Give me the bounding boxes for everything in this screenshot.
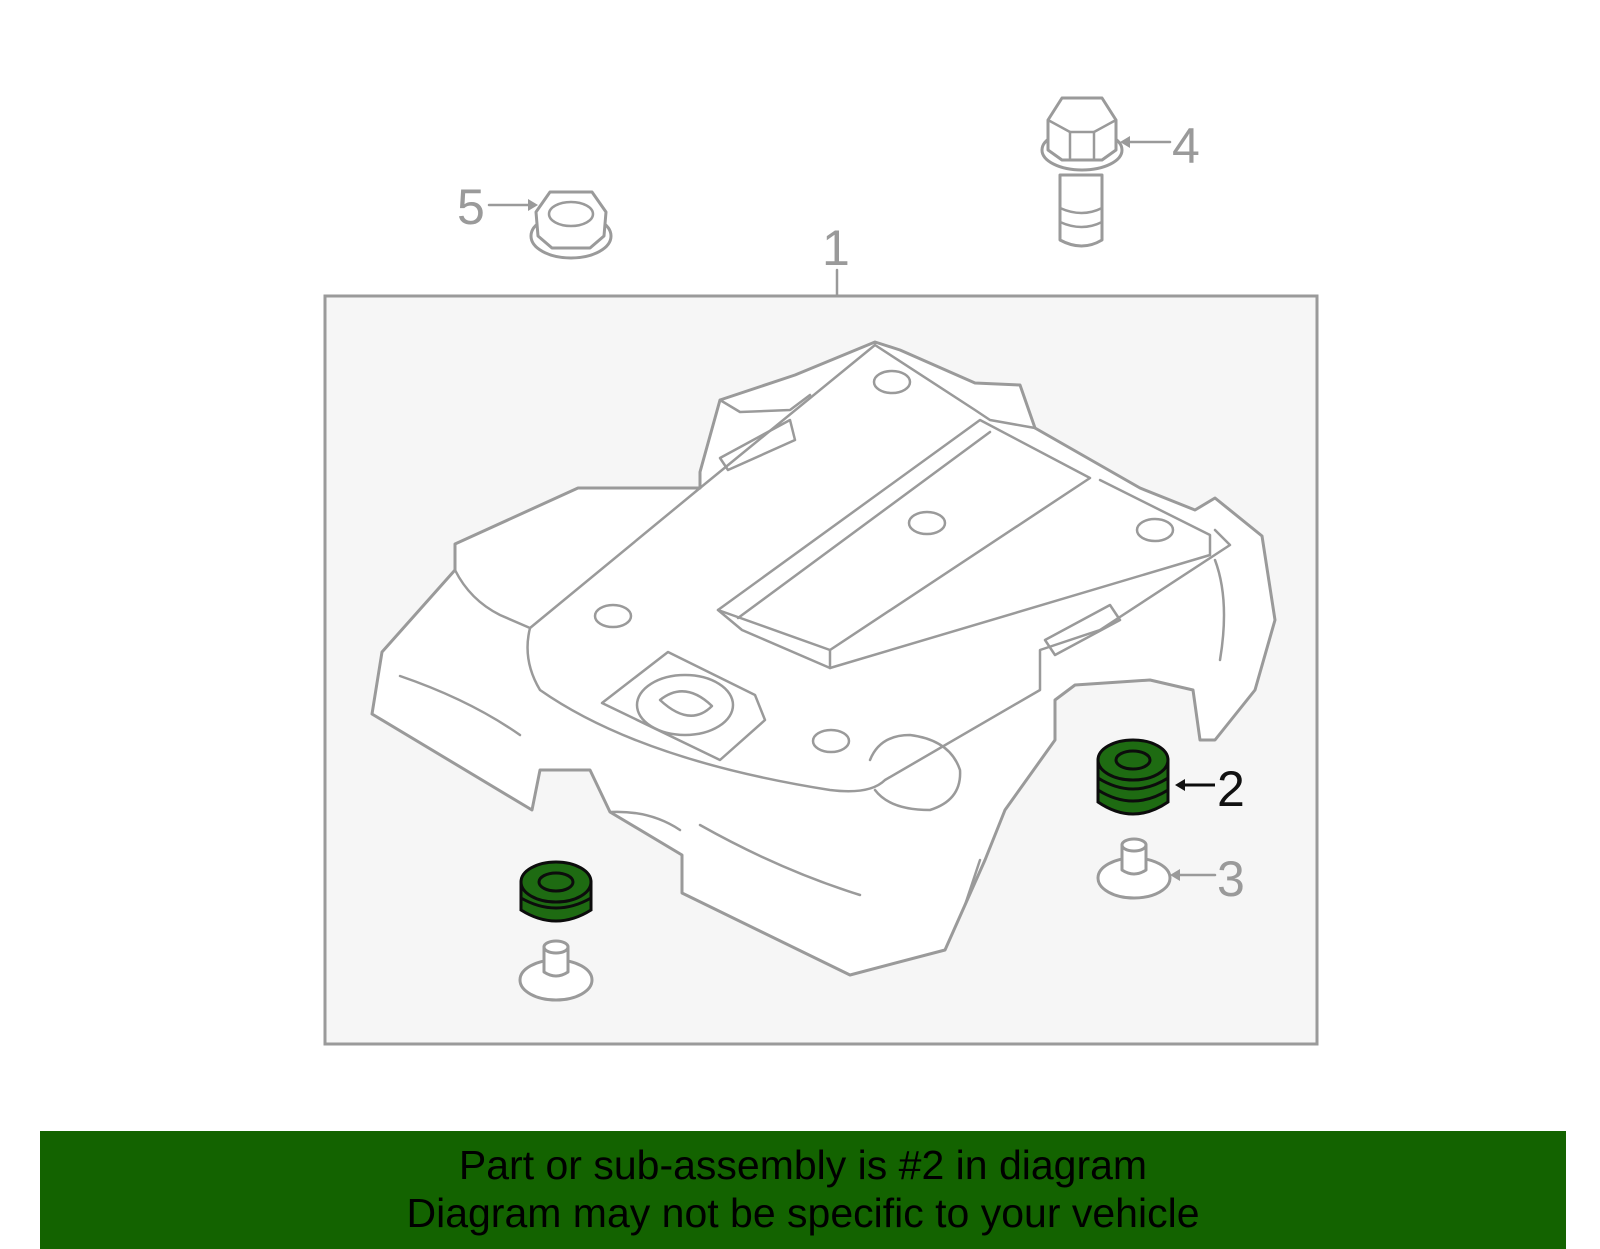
info-banner: Part or sub-assembly is #2 in diagram Di… <box>40 1131 1566 1249</box>
banner-line-disclaimer: Diagram may not be specific to your vehi… <box>406 1190 1200 1236</box>
bolt-part-4[interactable] <box>1040 96 1124 248</box>
callout-5: 5 <box>457 179 485 235</box>
callout-4: 4 <box>1172 118 1200 174</box>
callout-3: 3 <box>1217 851 1245 907</box>
banner-line-part: Part or sub-assembly is #2 in diagram <box>458 1142 1148 1188</box>
callout-1: 1 <box>822 220 850 276</box>
stud-part-3-left[interactable] <box>518 939 594 1002</box>
grommet-part-2-right[interactable] <box>1096 738 1170 816</box>
engine-cover-part-1[interactable] <box>370 340 1277 977</box>
stud-part-3-right[interactable] <box>1096 837 1172 900</box>
grommet-part-2-left[interactable] <box>519 860 593 923</box>
callout-2: 2 <box>1217 761 1245 817</box>
nut-part-5[interactable] <box>529 190 613 260</box>
